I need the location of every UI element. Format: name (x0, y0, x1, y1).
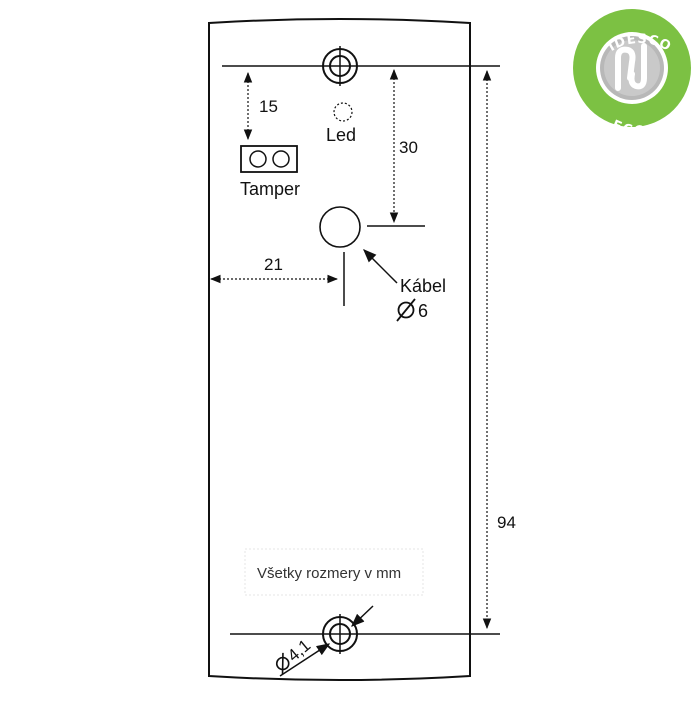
hole-diameter-leader-lower (279, 643, 331, 677)
device-outline (208, 18, 471, 681)
led-indicator (333, 102, 353, 122)
svg-text:ECO20: ECO20 (610, 118, 671, 139)
hole-diameter-symbol-icon (275, 652, 290, 675)
side-offset-value: 21 (264, 255, 283, 274)
bottom-mounting-hole (322, 614, 358, 654)
idesco-eco20-badge: IDESCO ECO20 (573, 9, 691, 139)
led-label: Led (326, 125, 356, 145)
hole-diameter-leader (351, 605, 374, 627)
cable-label: Kábel (400, 276, 446, 296)
tamper-offset-value: 15 (259, 97, 278, 116)
tamper-label: Tamper (240, 179, 300, 199)
tamper-switch (240, 145, 298, 173)
idesco-logo-icon (615, 43, 647, 91)
hole-diameter-annotation: 4,1 (275, 636, 314, 675)
units-note: Všetky rozmery v mm (257, 565, 401, 582)
badge-bottom-text: ECO20 (610, 118, 670, 139)
hole-spacing-value: 94 (497, 513, 516, 532)
led-to-cable-value: 30 (399, 138, 418, 157)
diameter-symbol-icon (396, 298, 416, 322)
top-mounting-hole (322, 46, 358, 86)
cable-hole (319, 206, 361, 248)
note-box (244, 548, 424, 596)
badge-top-text: IDESCO (606, 32, 673, 55)
svg-text:IDESCO: IDESCO (606, 32, 674, 55)
cable-leader-arrow (363, 249, 398, 284)
cable-diameter-value: 6 (418, 301, 428, 321)
